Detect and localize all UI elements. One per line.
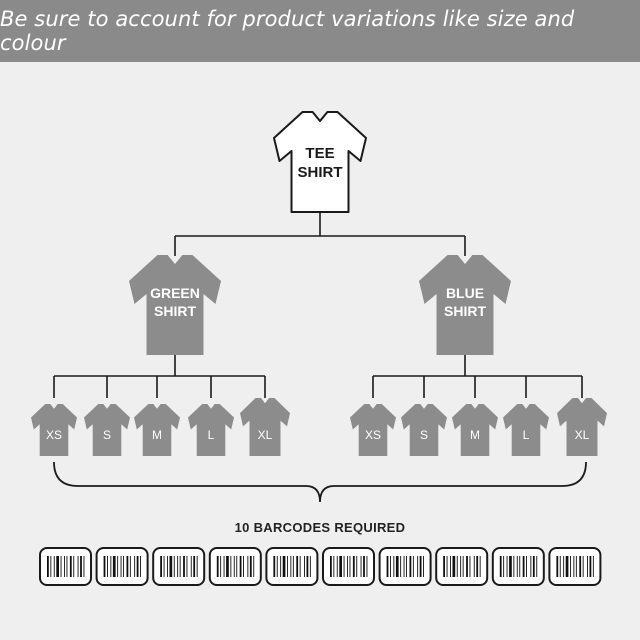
root-label-line2: SHIRT [298, 164, 343, 181]
size-shirt-icon [503, 404, 549, 456]
size-shirt-icon [350, 404, 396, 456]
size-label: XS [365, 428, 381, 442]
barcode-icon [548, 547, 602, 586]
barcodes-caption: 10 BARCODES REQUIRED [234, 520, 406, 535]
barcode-icon [435, 547, 489, 586]
size-label: S [103, 428, 111, 442]
color-label-line1: GREEN [150, 285, 200, 301]
color-label-line2: SHIRT [154, 303, 196, 319]
size-shirt-icon [188, 404, 234, 456]
size-label: L [523, 428, 530, 442]
size-label: XS [46, 428, 62, 442]
size-shirt-icon [84, 404, 130, 456]
barcode-icon [152, 547, 206, 586]
size-shirt-icon [240, 398, 290, 456]
size-label: L [208, 428, 215, 442]
barcode-icon [39, 547, 92, 586]
size-label: XL [575, 428, 590, 442]
size-label: M [470, 428, 480, 442]
barcode-icon [208, 547, 262, 586]
barcode-icon [378, 547, 432, 586]
green-shirt-icon [129, 255, 221, 355]
size-shirt-icon [401, 404, 447, 456]
size-label: XL [258, 428, 273, 442]
barcode-icon [95, 547, 149, 586]
root-label-line1: TEE [305, 145, 334, 162]
size-shirt-icon [557, 398, 607, 456]
barcode-icon [322, 547, 375, 586]
header-banner: Be sure to account for product variation… [0, 0, 640, 62]
size-shirt-icon [31, 404, 77, 456]
color-label-line2: SHIRT [444, 303, 486, 319]
header-title: Be sure to account for product variation… [0, 7, 575, 55]
size-shirt-icon [134, 404, 180, 456]
size-shirt-icon [452, 404, 498, 456]
barcode-icon [491, 547, 545, 586]
barcode-icon [265, 547, 319, 586]
tee-shirt-icon [273, 111, 367, 213]
color-label-line1: BLUE [446, 285, 484, 301]
blue-shirt-icon [419, 255, 511, 355]
size-label: M [152, 428, 162, 442]
grouping-brace [53, 461, 587, 503]
size-label: S [420, 428, 428, 442]
